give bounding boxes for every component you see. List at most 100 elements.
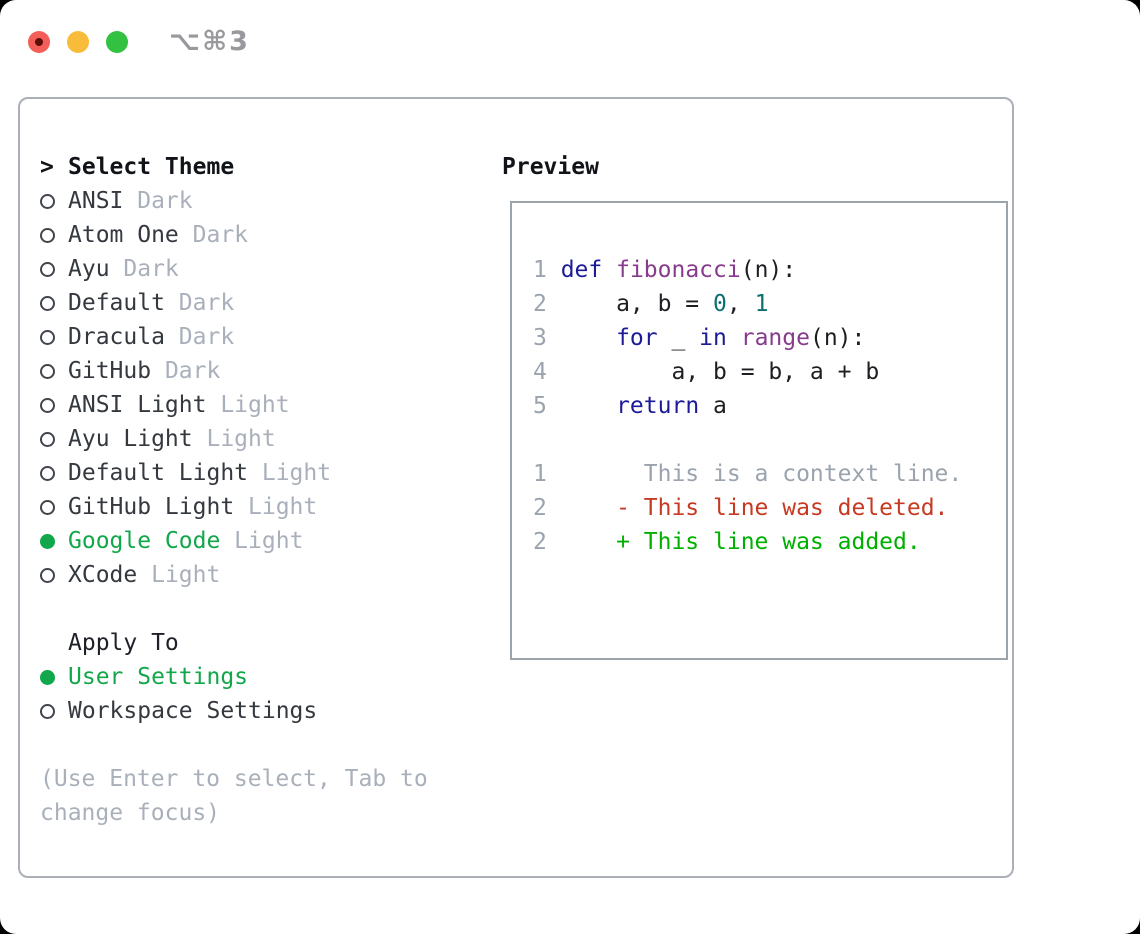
token-lit: 0 [713, 291, 727, 317]
preview-line: 2 - This line was deleted. [533, 491, 1006, 525]
theme-option[interactable]: Google Code Light [40, 524, 450, 558]
theme-variant: Light [220, 528, 304, 554]
theme-variant: Dark [164, 290, 235, 316]
token-typ: fibonacci [616, 257, 741, 283]
apply-option[interactable]: Workspace Settings [40, 694, 450, 728]
theme-name: ANSI Light [68, 392, 207, 418]
theme-option[interactable]: Default Light Light [40, 456, 450, 490]
apply-option-label: Workspace Settings [68, 698, 318, 724]
theme-option[interactable]: ANSI Light Light [40, 388, 450, 422]
theme-option[interactable]: Default Dark [40, 286, 450, 320]
token-pln [602, 257, 616, 283]
preview-line [533, 423, 1006, 457]
keyboard-hint: (Use Enter to select, Tab to change focu… [40, 766, 428, 826]
token-pln: a, b = b, a + b [560, 359, 880, 385]
theme-name: GitHub [68, 358, 152, 384]
token-ctx: This is a context line. [560, 461, 963, 487]
theme-name: Atom One [68, 222, 179, 248]
theme-variant: Dark [151, 358, 221, 384]
apply-panel-title: Apply To [68, 630, 179, 656]
theme-option[interactable]: XCode Light [40, 558, 450, 592]
spacer [40, 728, 450, 762]
token-pln: , [726, 291, 755, 317]
token-kwd: for [616, 325, 658, 351]
theme-name: Google Code [68, 528, 221, 554]
titlebar: ⌥⌘3 [28, 26, 250, 57]
minimize-button[interactable] [67, 30, 89, 53]
unsaved-changes-dot [35, 37, 43, 46]
token-kwd: in [699, 325, 727, 351]
theme-option[interactable]: ANSI Dark [40, 184, 450, 218]
apply-option-label: User Settings [68, 664, 249, 690]
line-number: 1 [533, 257, 547, 283]
token-pln: (n): [740, 257, 797, 283]
token-del: - This line was deleted. [560, 495, 949, 521]
theme-panel-header: > Select Theme [40, 150, 450, 184]
line-number: 2 [533, 495, 547, 521]
apply-panel-header: Apply To [40, 626, 450, 660]
line-number: 4 [533, 359, 547, 385]
zoom-button[interactable] [106, 30, 128, 53]
close-button[interactable] [28, 30, 50, 53]
theme-name: Default Light [68, 460, 249, 486]
theme-variant: Dark [178, 222, 249, 248]
theme-name: XCode [68, 562, 138, 588]
theme-name: Dracula [68, 324, 165, 350]
radio-icon [40, 193, 55, 209]
radio-icon [40, 703, 55, 719]
token-kwd: return [616, 393, 700, 419]
radio-icon [40, 465, 55, 481]
theme-variant: Dark [123, 188, 193, 214]
line-number: 2 [533, 529, 547, 555]
theme-option[interactable]: Dracula Dark [40, 320, 450, 354]
token-pln: a [699, 393, 727, 419]
radio-icon [40, 295, 55, 311]
preview-line: 1 This is a context line. [533, 457, 1006, 491]
theme-option[interactable]: Atom One Dark [40, 218, 450, 252]
token-lit: 1 [754, 291, 769, 317]
line-number: 3 [533, 325, 547, 351]
token-pln [727, 325, 741, 351]
theme-variant: Light [192, 426, 276, 452]
radio-icon [40, 397, 55, 413]
token-kwd: def [560, 257, 603, 283]
token-pln [561, 393, 616, 419]
spacer [40, 592, 450, 626]
theme-option[interactable]: Ayu Light Light [40, 422, 450, 456]
window-title: ⌥⌘3 [169, 26, 250, 57]
token-add: + This line was added. [560, 529, 921, 555]
line-number: 1 [533, 461, 547, 487]
preview-line: 2 a, b = 0, 1 [533, 287, 1006, 321]
token-pln: (n): [809, 325, 866, 351]
theme-option[interactable]: GitHub Light Light [40, 490, 450, 524]
preview-line: 5 return a [533, 389, 1006, 423]
preview-line: 4 a, b = b, a + b [533, 355, 1006, 389]
token-pln [561, 325, 616, 351]
radio-icon [40, 431, 55, 447]
radio-icon [40, 261, 55, 277]
radio-icon [40, 329, 55, 345]
radio-selected-icon [40, 533, 55, 549]
apply-option[interactable]: User Settings [40, 660, 450, 694]
theme-option[interactable]: Ayu Dark [40, 252, 450, 286]
radio-selected-icon [40, 669, 55, 685]
token-pln: a, b = [560, 291, 714, 317]
theme-variant: Dark [109, 256, 179, 282]
theme-option[interactable]: GitHub Dark [40, 354, 450, 388]
focus-prompt-icon: > [40, 154, 54, 180]
theme-variant: Light [248, 460, 332, 486]
line-number: 5 [533, 393, 547, 419]
theme-name: Default [68, 290, 165, 316]
radio-icon [40, 363, 55, 379]
theme-variant: Light [137, 562, 221, 588]
line-number: 2 [533, 291, 547, 317]
token-pln: _ [657, 325, 700, 351]
radio-icon [40, 567, 55, 583]
radio-icon [40, 499, 55, 515]
theme-variant: Light [206, 392, 290, 418]
theme-variant: Dark [164, 324, 235, 350]
